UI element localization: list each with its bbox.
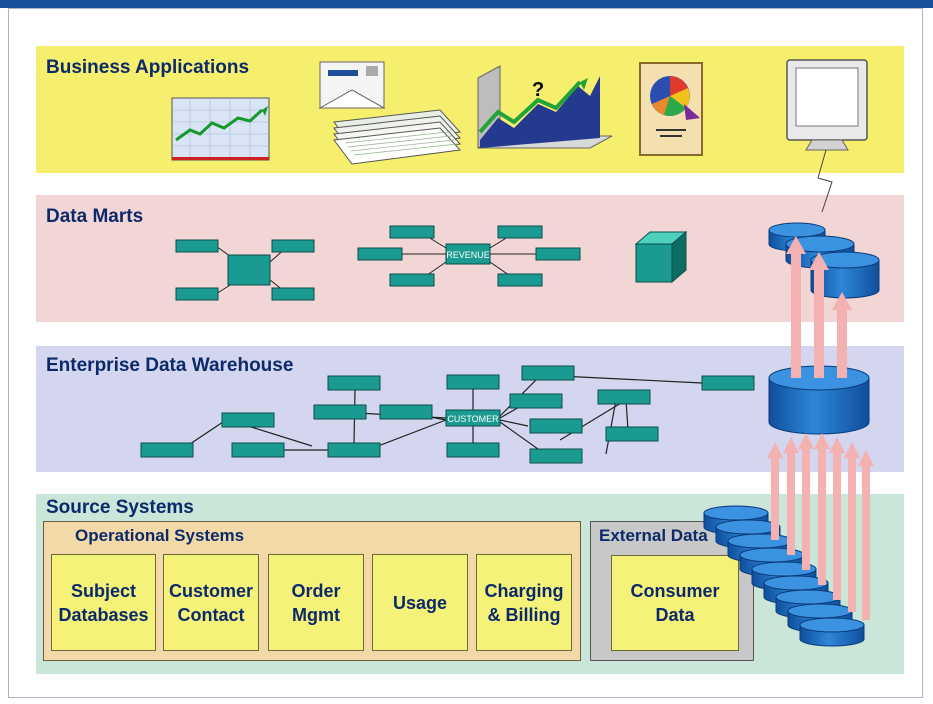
diagram-frame [8,8,923,698]
line-chart-icon [171,97,270,161]
charging-billing-label-2: & Billing [487,604,561,625]
upward-flow-arrow [786,236,806,378]
operational-systems-title: Operational Systems [75,526,245,545]
external-data-title: External Data [599,526,708,545]
usage-box: Usage [372,554,468,651]
data-mart-star-schema-1 [175,239,315,301]
business-applications-title: Business Applications [46,57,250,78]
pie-chart-easel-icon [639,62,703,156]
data-mart-star-schema-revenue: REVENUE [357,225,581,287]
document-stack-icon [318,61,462,165]
database-icon [703,505,769,535]
enterprise-data-warehouse-title: Enterprise Data Warehouse [46,355,294,376]
subject-databases-label-1: Subject [70,580,136,601]
data-flow-arrows [767,236,874,620]
customer-contact-label-2: Contact [177,604,245,625]
upward-flow-arrow [809,252,829,378]
upward-flow-arrow [814,433,830,585]
data-marts-title: Data Marts [46,206,144,227]
question-trend-chart-icon: ? [477,65,613,149]
consumer-data-label-1: Consumer [630,581,720,601]
order-mgmt-label-1: Order [291,580,341,601]
customer-entity-label: CUSTOMER [447,414,499,424]
revenue-entity-label: REVENUE [446,250,490,260]
consumer-data-label-2: Data [655,605,695,625]
monitor-cable [817,149,833,213]
edw-entities: CUSTOMER [140,365,755,464]
upward-flow-arrow [829,437,845,600]
cube-icon [634,230,688,284]
usage-label: Usage [392,592,448,613]
charging-billing-box: Charging & Billing [476,554,572,651]
upward-flow-arrow [783,437,799,555]
charging-billing-label-1: Charging [484,580,564,601]
customer-contact-label-1: Customer [168,580,253,601]
svg-text:?: ? [532,79,544,101]
source-database-stack [703,505,865,647]
order-mgmt-label-2: Mgmt [292,604,340,625]
upward-flow-arrow [844,442,860,612]
upward-flow-arrow [798,433,814,570]
database-icon [799,617,865,647]
upward-flow-arrow [858,450,874,620]
computer-monitor-icon [786,59,868,151]
top-border [0,0,933,8]
upward-flow-arrow [767,442,783,540]
subject-databases-label-2: Databases [58,604,149,625]
source-systems-title: Source Systems [46,497,194,518]
upward-flow-arrow [832,292,852,378]
